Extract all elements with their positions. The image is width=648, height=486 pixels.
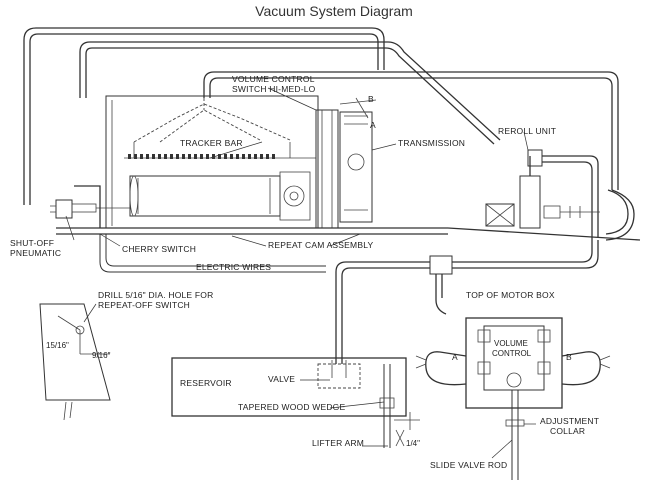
label-transmission: TRANSMISSION bbox=[398, 138, 465, 148]
label-volume-control-box-2: CONTROL bbox=[492, 349, 532, 358]
electric-wires bbox=[99, 234, 326, 273]
label-valve: VALVE bbox=[268, 374, 295, 384]
label-port-a: A bbox=[452, 352, 458, 362]
reroll-unit bbox=[485, 149, 635, 241]
label-electric-wires: ELECTRIC WIRES bbox=[196, 262, 271, 272]
leader-lines bbox=[65, 87, 536, 459]
label-lifter-arm: LIFTER ARM bbox=[312, 438, 364, 448]
label-cherry-switch: CHERRY SWITCH bbox=[122, 244, 196, 254]
reservoir bbox=[171, 357, 420, 448]
label-drill-2: REPEAT-OFF SWITCH bbox=[98, 300, 190, 310]
label-reservoir: RESERVOIR bbox=[180, 378, 232, 388]
label-tracker-bar: TRACKER BAR bbox=[180, 138, 243, 148]
label-reroll-unit: REROLL UNIT bbox=[498, 126, 556, 136]
label-dim-9-16: 9/16" bbox=[92, 351, 111, 360]
label-tapered-wood-wedge: TAPERED WOOD WEDGE bbox=[238, 402, 345, 412]
shut-off-pneumatic bbox=[50, 185, 130, 228]
vacuum-tubing-bottom bbox=[335, 238, 599, 364]
label-switch-a: A bbox=[370, 120, 376, 130]
label-dim-15-16: 15/16" bbox=[46, 341, 69, 350]
label-shut-off-2: PNEUMATIC bbox=[10, 248, 61, 258]
motor-box bbox=[415, 317, 611, 480]
label-volume-control-switch-1: VOLUME CONTROL bbox=[232, 74, 315, 84]
label-port-b: B bbox=[566, 352, 572, 362]
label-adjustment-collar-2: COLLAR bbox=[550, 426, 585, 436]
label-repeat-cam-assembly: REPEAT CAM ASSEMBLY bbox=[268, 240, 373, 250]
label-slide-valve-rod: SLIDE VALVE ROD bbox=[430, 460, 507, 470]
diagram-title: Vacuum System Diagram bbox=[255, 3, 413, 19]
label-drill-1: DRILL 5/16" DIA. HOLE FOR bbox=[98, 290, 213, 300]
vacuum-tubing-top bbox=[23, 27, 619, 205]
label-dim-1-4: 1/4" bbox=[406, 439, 420, 448]
label-switch-b: B bbox=[368, 94, 374, 104]
label-volume-control-switch-2: SWITCH HI-MED-LO bbox=[232, 84, 316, 94]
label-top-of-motor-box: TOP OF MOTOR BOX bbox=[466, 290, 555, 300]
drill-detail bbox=[39, 303, 111, 421]
label-adjustment-collar-1: ADJUSTMENT bbox=[540, 416, 599, 426]
label-volume-control-box-1: VOLUME bbox=[494, 339, 528, 348]
label-shut-off-1: SHUT-OFF bbox=[10, 238, 54, 248]
player-mechanism bbox=[56, 95, 641, 241]
